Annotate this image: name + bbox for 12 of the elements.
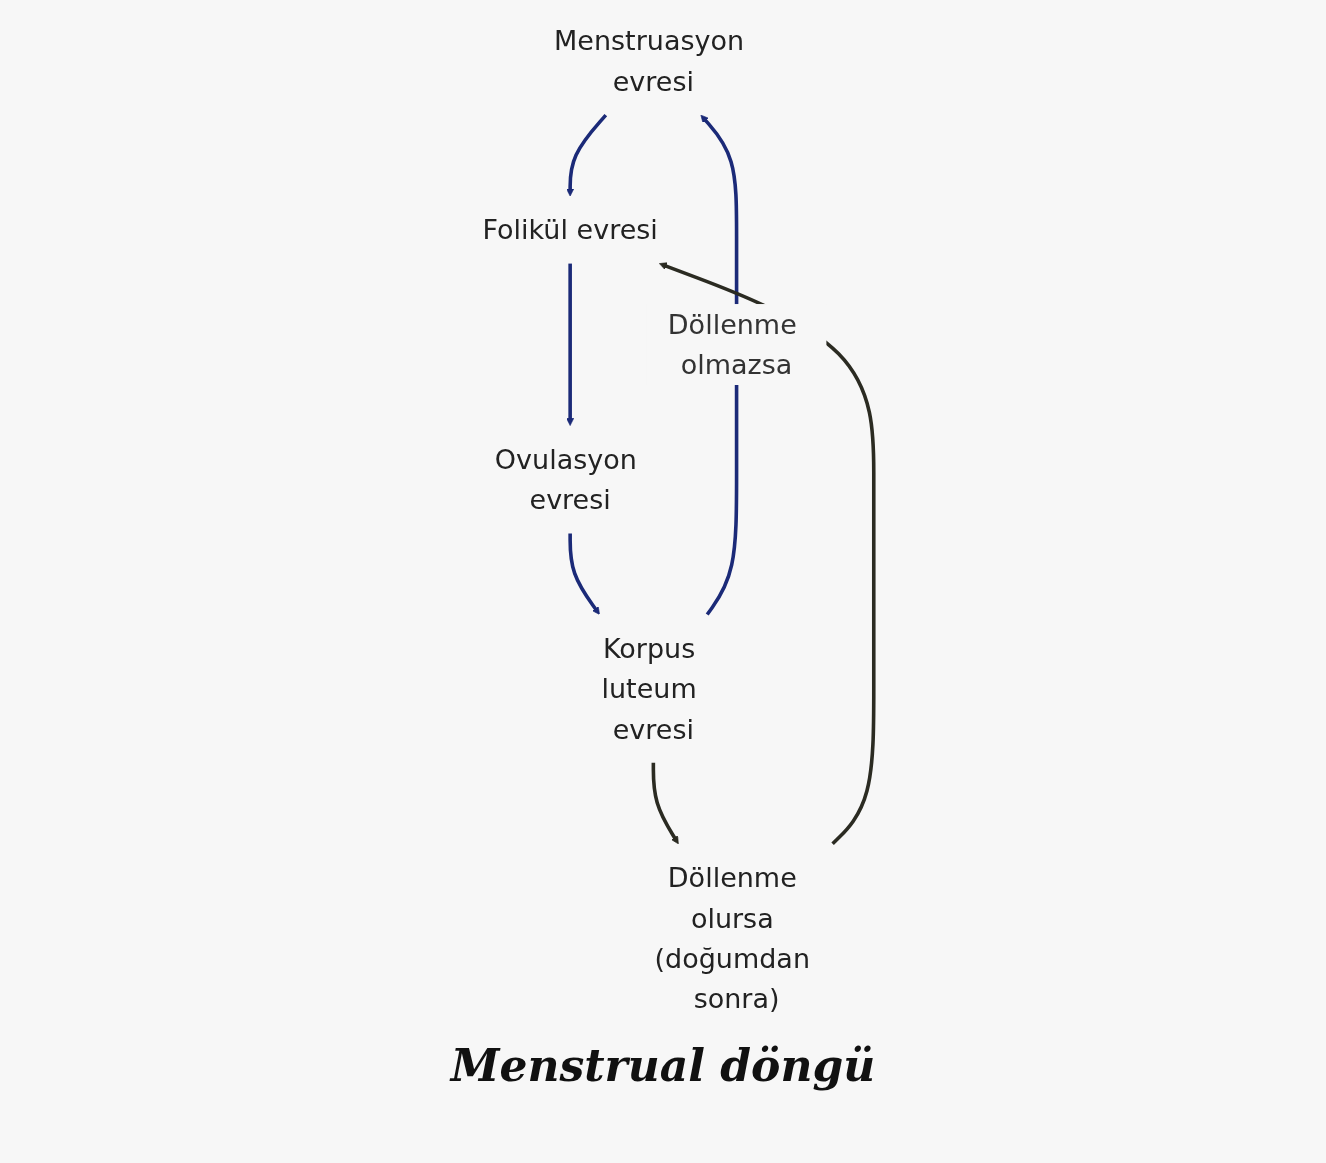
arrow [567, 533, 600, 615]
arrow [565, 263, 574, 426]
diagram-caption: Menstrual döngü [448, 1040, 877, 1091]
arrow [651, 762, 679, 845]
arrow [565, 113, 607, 197]
node-text: Folikül evresi [482, 214, 658, 246]
arrow [658, 262, 876, 846]
node-text: Menstruasyon evresi [553, 25, 744, 98]
edge-label: Döllenme olmazsa [667, 308, 797, 381]
node-text: Ovulasyon evresi [494, 443, 637, 516]
node-text: Döllenme olursa (doğumdan sonra) [654, 861, 810, 1015]
node-text: Korpus luteum evresi [601, 632, 697, 745]
